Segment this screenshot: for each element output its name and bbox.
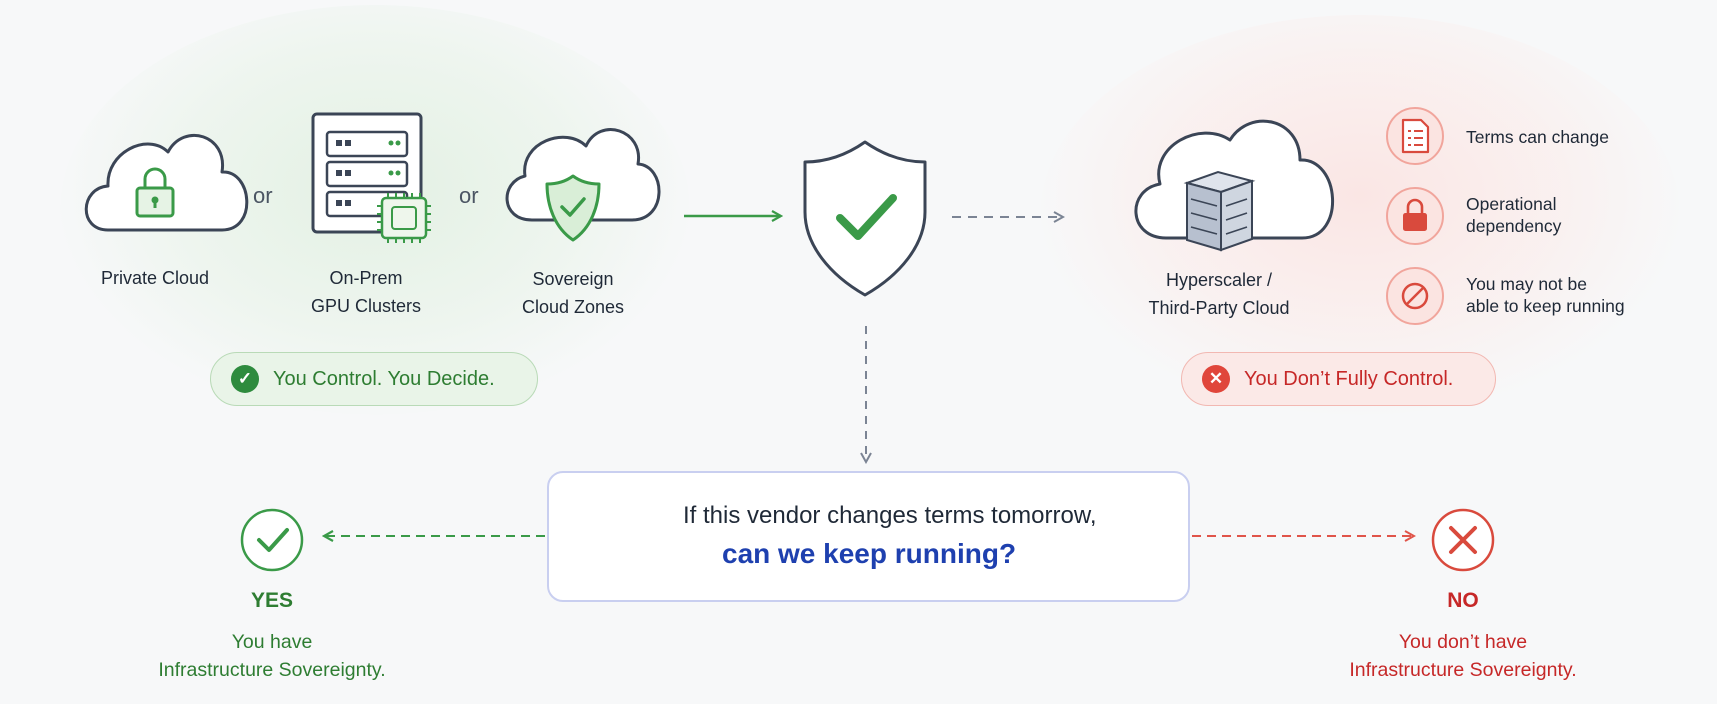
document-icon [1386, 107, 1444, 165]
central-shield-check-icon [803, 140, 927, 297]
x-icon: ✕ [1202, 365, 1230, 393]
no-x-icon [1431, 508, 1495, 572]
prohibited-icon [1386, 267, 1444, 325]
hyperscaler-cloud-icon [1134, 119, 1335, 252]
lock-risk-icon [1386, 187, 1444, 245]
on-prem-label-line-1: On-Prem [329, 268, 403, 288]
yes-check-icon [240, 508, 304, 572]
no-control-text: You Don’t Fully Control. [1244, 367, 1454, 390]
no-heading: NO [1447, 589, 1479, 612]
question-line-1: If this vendor changes terms tomorrow, [683, 502, 1097, 529]
yes-description-line-2: Infrastructure Sovereignty. [158, 659, 386, 681]
yes-description: You have Infrastructure Sovereignty. [158, 628, 385, 684]
hyperscaler-label-line-1: Hyperscaler / [1165, 270, 1273, 290]
on-prem-label-line-2: GPU Clusters [310, 296, 422, 316]
question-line-2: can we keep running? [722, 538, 1017, 569]
yes-heading: YES [250, 589, 294, 612]
no-description-line-2: Infrastructure Sovereignty. [1349, 659, 1577, 681]
shield-check-icon [545, 174, 601, 242]
risk-keep-running-line-1: You may not be [1466, 274, 1587, 294]
or-label-2: or [459, 183, 479, 208]
you-control-text: You Control. You Decide. [273, 367, 495, 390]
check-icon: ✓ [231, 365, 259, 393]
risk-keep-running-line-2: able to keep running [1466, 296, 1625, 316]
risk-keep-running: You may not be able to keep running [1466, 273, 1625, 317]
or-label-1: or [253, 183, 273, 208]
question-box [547, 471, 1190, 602]
risk-terms-change: Terms can change [1466, 126, 1609, 148]
hyperscaler-label: Hyperscaler / Third-Party Cloud [1148, 266, 1289, 322]
risk-operational-dependency: Operational dependency [1466, 193, 1561, 237]
risk-operational-line-1: Operational [1466, 194, 1557, 214]
risk-terms-line: Terms can change [1466, 127, 1609, 147]
sovereign-cloud-icon [505, 128, 661, 242]
no-description-line-1: You don’t have [1398, 631, 1528, 653]
no-control-pill: ✕ You Don’t Fully Control. [1181, 352, 1496, 406]
risk-operational-line-2: dependency [1466, 216, 1562, 236]
on-prem-label: On-Prem GPU Clusters [311, 264, 421, 320]
gpu-chip-icon [377, 193, 431, 243]
private-cloud-label-line: Private Cloud [100, 268, 210, 288]
yes-description-line-1: You have [231, 631, 313, 653]
hyperscaler-label-line-2: Third-Party Cloud [1148, 298, 1290, 318]
private-cloud-label: Private Cloud [101, 264, 209, 292]
sovereign-label: Sovereign Cloud Zones [522, 265, 624, 321]
sovereign-label-line-2: Cloud Zones [521, 297, 625, 317]
lock-icon [135, 167, 175, 218]
you-control-pill: ✓ You Control. You Decide. [210, 352, 538, 406]
no-description: You don’t have Infrastructure Sovereignt… [1349, 628, 1576, 684]
sovereign-label-line-1: Sovereign [532, 269, 614, 289]
server-block-icon [1183, 170, 1256, 252]
private-cloud-icon [84, 133, 249, 232]
